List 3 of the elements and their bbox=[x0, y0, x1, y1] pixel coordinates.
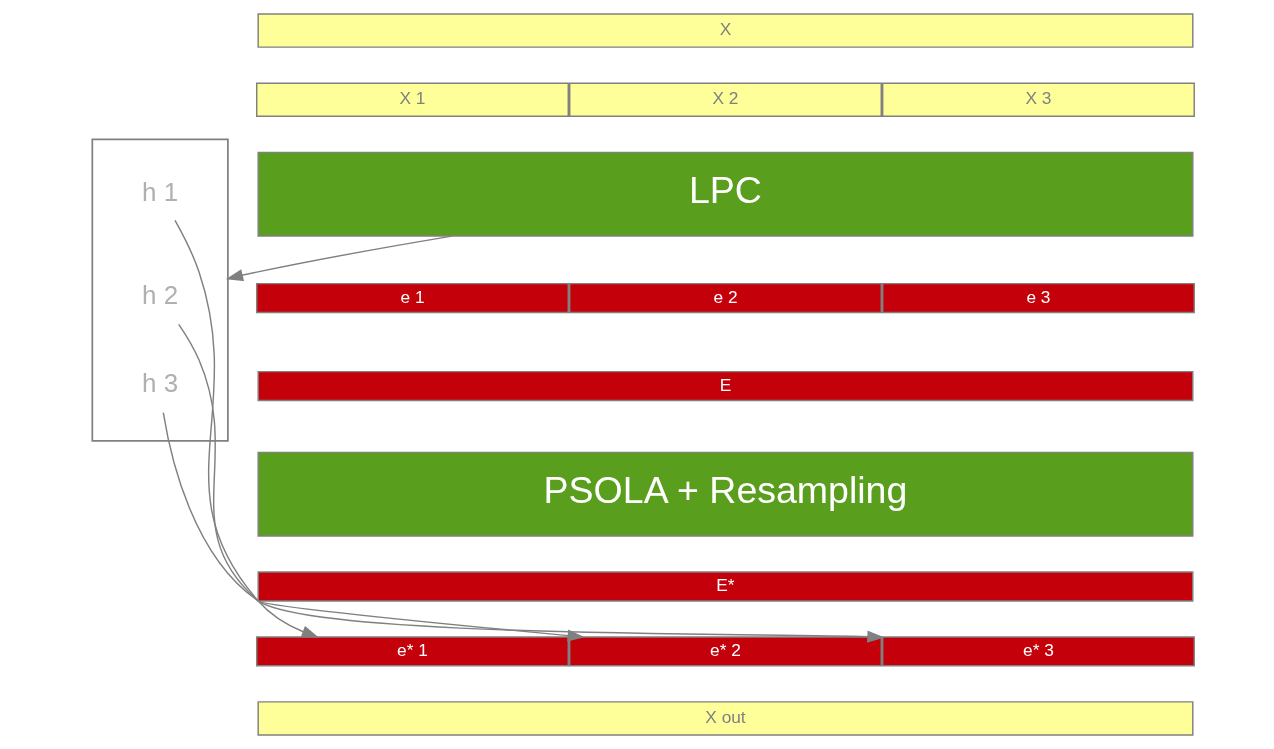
node-text: h 2 bbox=[141, 280, 178, 311]
node-text: h 1 bbox=[141, 176, 178, 207]
node-text: h 3 bbox=[141, 368, 178, 399]
